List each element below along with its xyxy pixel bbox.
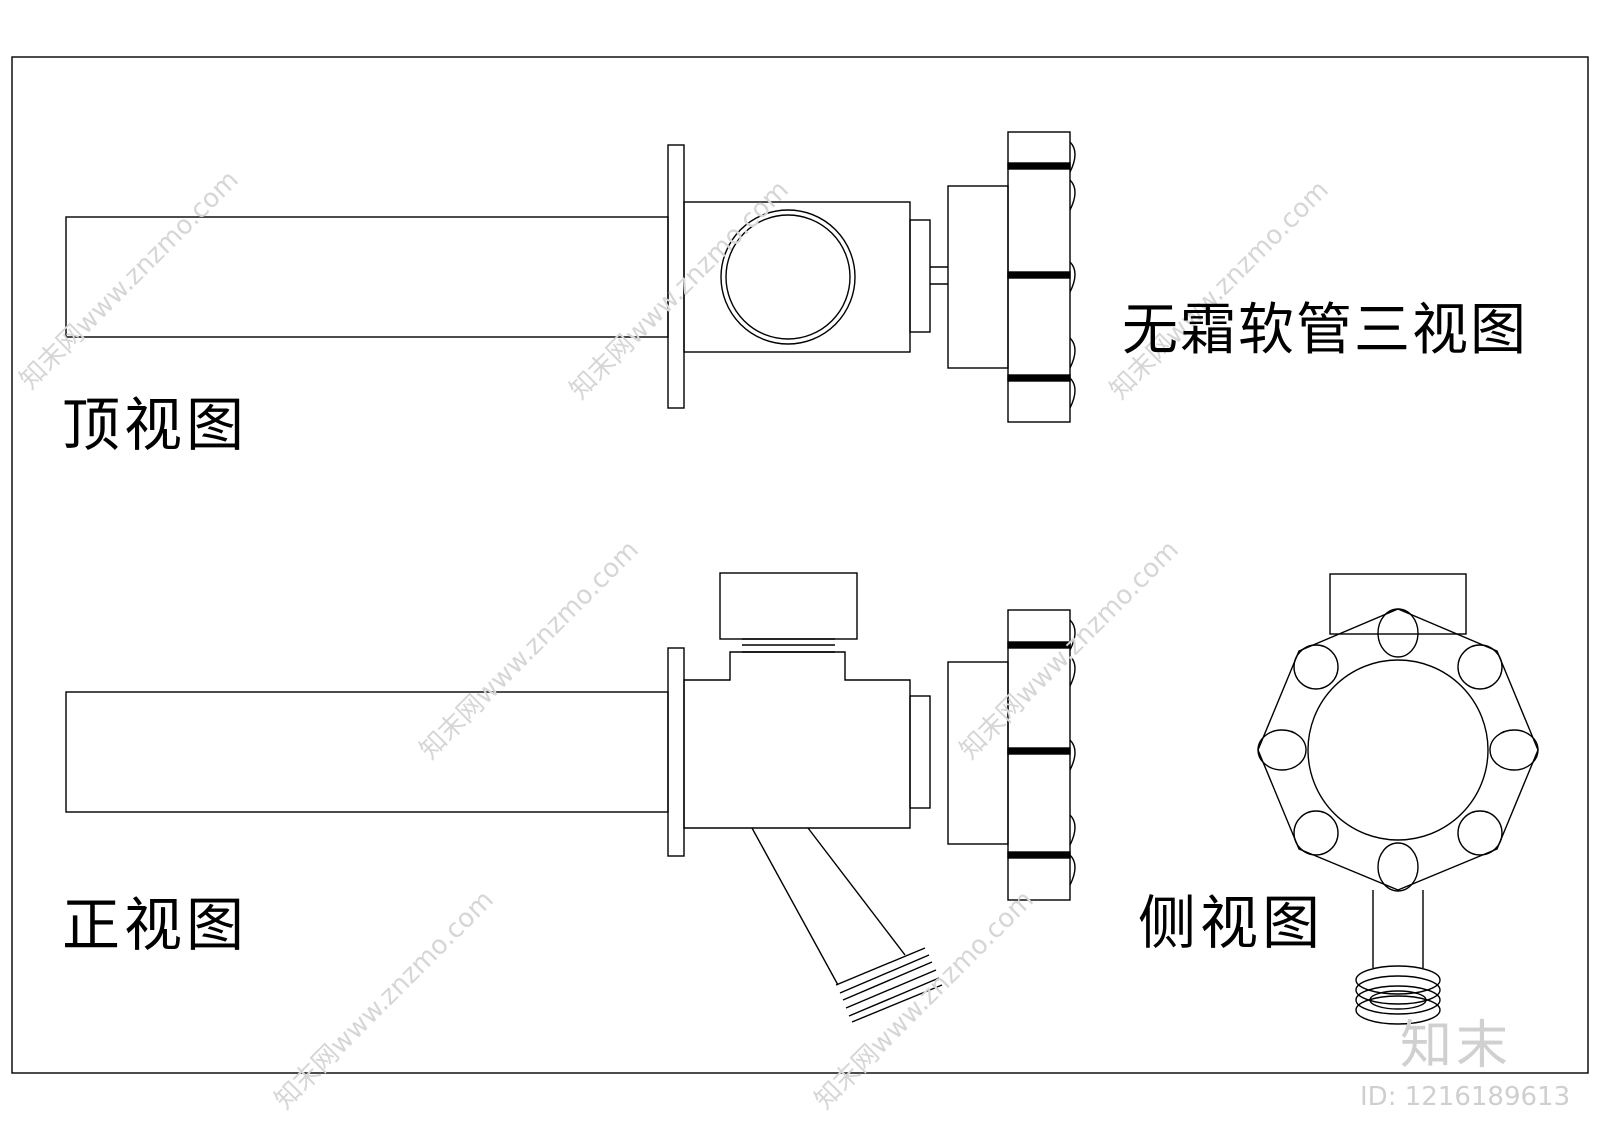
- outlet-cap: [719, 572, 858, 640]
- front-view-label: 正视图: [62, 891, 249, 959]
- mount-flange: [667, 647, 685, 857]
- top-view: [65, 131, 1076, 423]
- spout: [1372, 890, 1424, 968]
- spout: [751, 827, 906, 986]
- watermark-id: ID: 1216189613: [1360, 1082, 1571, 1112]
- side-view: [1257, 573, 1539, 1025]
- nut: [909, 695, 931, 809]
- side-view-label: 侧视图: [1138, 889, 1325, 957]
- mount-tab: [1329, 573, 1467, 635]
- top-view-label: 顶视图: [62, 391, 249, 459]
- handwheel: [1007, 609, 1071, 901]
- spout-thread: [835, 947, 943, 1023]
- drawing-title: 无霜软管三视图: [1122, 298, 1528, 363]
- valve-body: [683, 651, 911, 829]
- bonnet: [947, 185, 1009, 369]
- nut: [909, 219, 931, 333]
- outlet-circle-inner: [725, 214, 851, 340]
- handwheel-octagon: [1257, 608, 1539, 891]
- pipe-body: [65, 691, 669, 813]
- hub: [1307, 659, 1489, 841]
- cap-thread: [742, 638, 835, 653]
- outlet-circle-outer: [720, 209, 856, 345]
- watermark-logo: 知末: [1400, 1016, 1513, 1076]
- front-view: [65, 572, 1076, 1023]
- sheet-border: [11, 56, 1589, 1074]
